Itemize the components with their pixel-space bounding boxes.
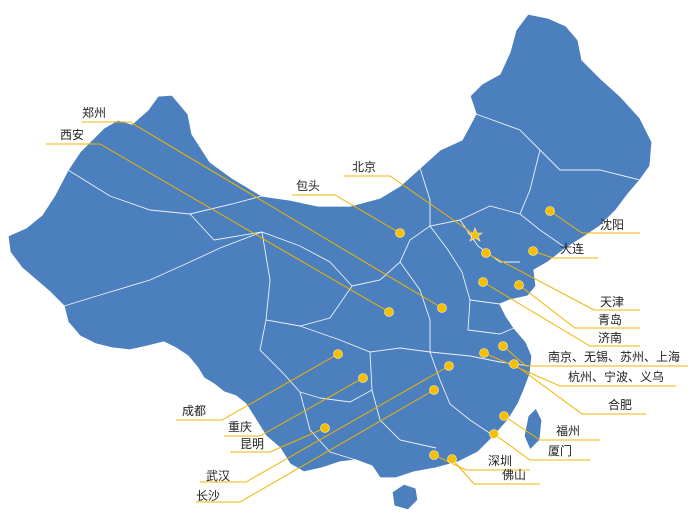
label-beijing: 北京 (352, 160, 377, 174)
label-kunming: 昆明 (240, 437, 265, 451)
label-chongqing: 重庆 (228, 420, 253, 434)
label-wuhan: 武汉 (206, 469, 231, 483)
dot-icon (528, 246, 538, 256)
dot-icon (444, 361, 454, 371)
dot-icon (429, 385, 439, 395)
province-borders (63, 113, 641, 461)
dot-icon (499, 411, 509, 421)
dot-icon (437, 303, 447, 313)
label-jinan: 济南 (598, 331, 623, 345)
label-nanjing-group: 南京、无锡、苏州、上海 (548, 350, 681, 364)
label-dalian: 大连 (560, 242, 585, 256)
dot-icon (478, 277, 488, 287)
label-shenzhen: 深圳 (488, 454, 513, 468)
dot-icon (498, 341, 508, 351)
dot-icon (395, 228, 405, 238)
dot-icon (358, 373, 368, 383)
label-qingdao: 青岛 (598, 313, 623, 327)
dot-icon (429, 450, 439, 460)
city-markers (320, 206, 555, 464)
china-landmass (7, 13, 653, 479)
dot-icon (545, 206, 555, 216)
taiwan-island (523, 407, 543, 451)
dot-icon (514, 280, 524, 290)
dot-icon (479, 348, 489, 358)
label-zhengzhou: 郑州 (82, 106, 107, 120)
label-fuzhou: 福州 (556, 424, 581, 438)
label-shenyang: 沈阳 (600, 218, 625, 232)
dot-icon (447, 454, 457, 464)
label-xiamen: 厦门 (548, 444, 573, 458)
label-foshan: 佛山 (502, 468, 527, 482)
dot-icon (489, 429, 499, 439)
hainan-island (391, 483, 419, 511)
leader-lines (46, 121, 688, 503)
dot-icon (509, 359, 519, 369)
dot-icon (333, 349, 343, 359)
dot-icon (320, 423, 330, 433)
label-hangzhou-group: 杭州、宁波、义乌 (568, 370, 665, 384)
label-baotou: 包头 (296, 179, 321, 193)
label-hefei: 合肥 (608, 398, 633, 412)
label-xian: 西安 (60, 128, 85, 142)
star-icon (467, 227, 483, 242)
label-tianjin: 天津 (600, 295, 625, 309)
dot-icon (481, 248, 491, 258)
label-chengdu: 成都 (182, 404, 207, 418)
dot-icon (384, 307, 394, 317)
label-changsha: 长沙 (196, 489, 221, 503)
